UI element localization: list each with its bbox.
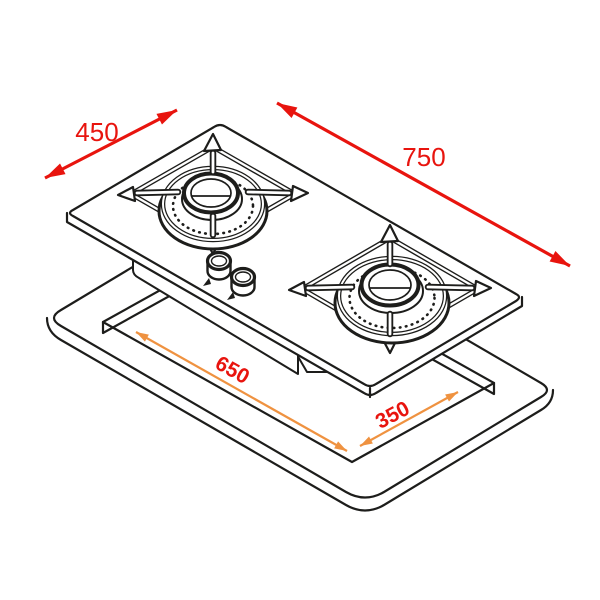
right-burner: [333, 255, 451, 345]
dimension-750-label: 750: [402, 142, 445, 172]
control-knob-2: [227, 266, 257, 300]
dimension-450-label: 450: [75, 117, 118, 147]
control-knob-1: [203, 250, 233, 286]
dimension-annotations: 450 750 650 350: [44, 101, 571, 452]
left-burner: [157, 165, 269, 251]
dimension-350-label: 350: [372, 397, 414, 434]
dimension-350-arrow: [359, 391, 459, 447]
knob-2-mark: [227, 292, 235, 300]
dimension-650-arrow: [135, 331, 348, 452]
dimension-750-arrow: [276, 101, 571, 268]
hob-top-face: [68, 123, 521, 388]
knob-1-mark: [203, 278, 211, 286]
control-knobs: [203, 250, 257, 300]
dimension-650-label: 650: [211, 352, 253, 389]
dimension-450-arrow: [44, 108, 178, 180]
frame-thickness-edge: [45, 316, 555, 512]
